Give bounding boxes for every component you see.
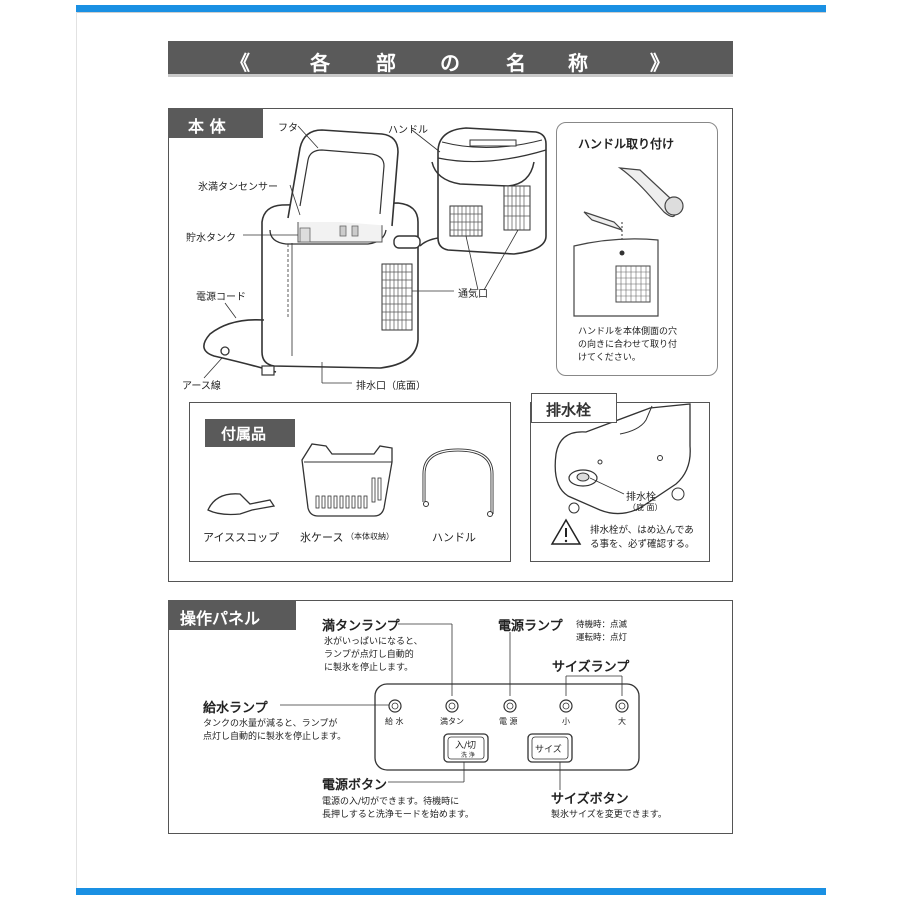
water-lamp-title: 給水ランプ (203, 701, 268, 716)
accessory-scoop-label: アイススコップ (203, 531, 280, 544)
size-button-label[interactable]: サイズ (535, 745, 562, 755)
title-char: 各 (310, 51, 330, 75)
panel-lamp-large: 大 (618, 717, 626, 726)
size-button-desc: 製氷サイズを変更できます。 (551, 810, 667, 820)
power-button-title: 電源ボタン (322, 778, 388, 793)
top-accent-bar (76, 5, 826, 12)
title-char: 《 (230, 51, 250, 75)
drain-plug-warning: る事を、必ず確認する。 (590, 539, 695, 550)
handle-attach-desc: ハンドルを本体側面の穴 (578, 327, 678, 337)
vent-label: 通気口 (458, 289, 488, 300)
title-char: 部 (376, 51, 396, 75)
power-cord-label: 電源コード (196, 292, 246, 303)
power-button-sub-label: 洗 浄 (461, 752, 475, 759)
ice-full-sensor-label: 氷満タンセンサー (198, 182, 278, 193)
accessory-ice-case-label: 氷ケース (300, 531, 344, 544)
water-lamp-desc: タンクの水量が減ると、ランプが (203, 719, 338, 729)
size-lamp-title: サイズランプ (552, 660, 630, 675)
full-lamp-desc: 氷がいっぱいになると、 (324, 637, 423, 647)
handle-attach-title: ハンドル取り付け (578, 137, 675, 151)
drain-plug-tab: 排水栓 (531, 393, 617, 423)
power-button-desc: 電源の入/切ができます。待機時に (322, 797, 460, 807)
earth-wire-label: アース線 (182, 381, 221, 392)
water-tank-label: 貯水タンク (186, 233, 236, 244)
drain-label: 排水口（底面） (356, 381, 426, 392)
water-lamp-desc: 点灯し自動的に製氷を停止します。 (203, 732, 347, 742)
handle-label: ハンドル (388, 125, 428, 136)
top-divider (76, 12, 826, 13)
drain-plug-label: 排水栓 (626, 492, 656, 503)
handle-attach-desc: けてください。 (578, 353, 641, 363)
drain-plug-sub: （底 面） (628, 503, 663, 512)
handle-attach-desc: の向きに合わせて取り付 (578, 340, 678, 350)
power-lamp-standby: 待機時：点滅 (576, 620, 628, 630)
power-lamp-title: 電源ランプ (498, 619, 563, 634)
panel-lamp-power: 電 源 (499, 717, 518, 726)
title-char: 》 (650, 51, 670, 75)
page-title-bar: 《 各 部 の 名 称 》 (168, 41, 733, 77)
size-button-title: サイズボタン (551, 792, 629, 807)
title-char: 称 (568, 51, 588, 75)
panel-lamp-full: 満タン (440, 717, 464, 726)
accessory-ice-case-note: （本体収納） (346, 532, 394, 541)
control-panel-tab: 操作パネル (168, 600, 296, 630)
full-lamp-desc: に製氷を停止します。 (324, 663, 414, 673)
title-char: 名 (506, 51, 526, 75)
full-lamp-desc: ランプが点灯し自動的 (324, 650, 414, 660)
power-lamp-running: 運転時：点灯 (576, 633, 628, 643)
accessories-tab-label: 付属品 (221, 425, 267, 443)
control-panel-tab-label: 操作パネル (180, 609, 261, 628)
power-button-desc: 長押しすると洗浄モードを始めます。 (322, 810, 474, 820)
body-section-tab-label: 本 体 (188, 117, 226, 136)
lid-label: フタ (278, 123, 298, 134)
power-button-label[interactable]: 入/切 (455, 741, 477, 751)
accessory-handle-label: ハンドル (432, 531, 476, 544)
title-char: の (440, 51, 460, 75)
drain-plug-warning: 排水栓が、はめ込んであ (590, 525, 694, 536)
bottom-accent-bar (76, 888, 826, 895)
accessories-tab: 付属品 (205, 419, 295, 447)
panel-lamp-water: 給 水 (385, 717, 404, 726)
full-lamp-title: 満タンランプ (322, 619, 400, 634)
panel-lamp-small: 小 (562, 717, 570, 726)
left-divider (76, 12, 77, 888)
drain-plug-tab-label: 排水栓 (546, 401, 592, 419)
body-section-tab: 本 体 (168, 108, 263, 138)
